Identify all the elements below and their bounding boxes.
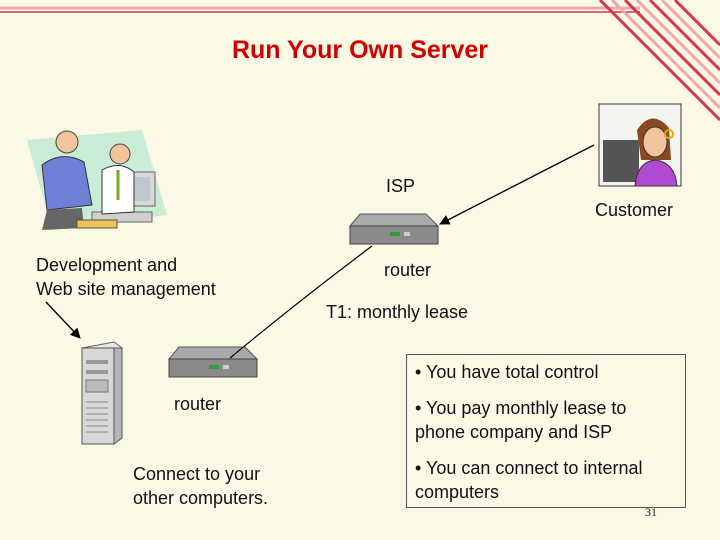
bullet-3-line1: • You can connect to internal: [415, 458, 643, 478]
page-number: 31: [645, 505, 657, 519]
t1-line: [229, 245, 373, 359]
server-tower-icon: [80, 341, 124, 445]
router-icon: [348, 213, 440, 245]
customer-to-isp-arrow: [439, 144, 595, 225]
bullet-1: • You have total control: [415, 362, 599, 382]
router-bottom-label: router: [174, 394, 222, 414]
bullet-2-line1: • You pay monthly lease to: [415, 398, 627, 418]
router-top-label: router: [384, 260, 432, 280]
customer-illustration: [598, 103, 682, 187]
customer-label: Customer: [595, 200, 674, 220]
bullet-2-line2: phone company and ISP: [415, 422, 613, 442]
router-icon: [167, 346, 259, 378]
bullet-3-line2: computers: [415, 482, 500, 502]
isp-label: ISP: [386, 176, 416, 196]
office-workers-illustration: [27, 130, 167, 230]
dev-to-server-arrow: [45, 301, 81, 339]
dev-label-line1: Development and: [36, 255, 178, 275]
t1-label: T1: monthly lease: [326, 302, 469, 322]
benefits-box: • You have total control • You pay month…: [406, 354, 686, 519]
page-title: Run Your Own Server: [231, 36, 489, 64]
connect-label-line1: Connect to your: [133, 464, 261, 484]
dev-label-line2: Web site management: [36, 279, 216, 299]
connect-label-line2: other computers.: [133, 488, 269, 508]
